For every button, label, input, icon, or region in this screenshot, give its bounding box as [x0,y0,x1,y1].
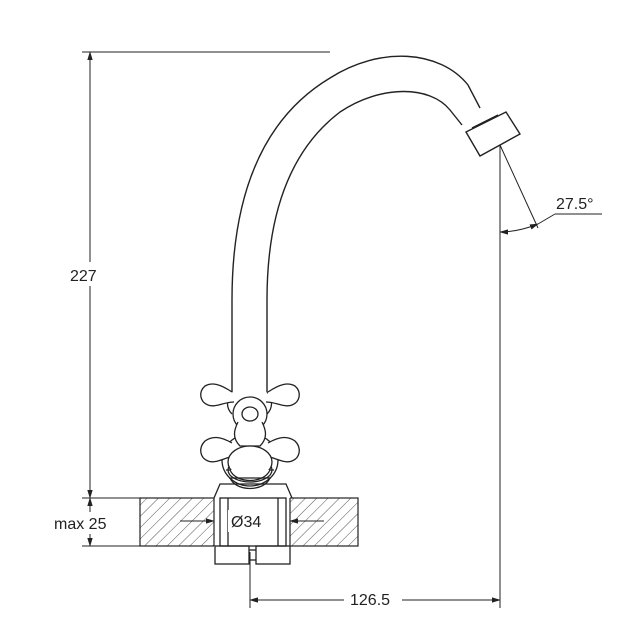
angle-dimension [499,144,602,235]
height-dimension [82,51,330,499]
diameter-dimension: Ø34 [180,510,324,532]
countertop [139,497,359,547]
lower-cross-handle [200,436,300,482]
shank-diameter-label: Ø34 [231,514,261,531]
angle-label: 27.5° [556,196,594,213]
height-label: 227 [70,268,97,285]
upper-cross-handle [200,383,300,447]
spout [231,55,521,392]
reach-label: 126.5 [350,592,390,609]
deck-thickness-label: max 25 [54,516,107,533]
